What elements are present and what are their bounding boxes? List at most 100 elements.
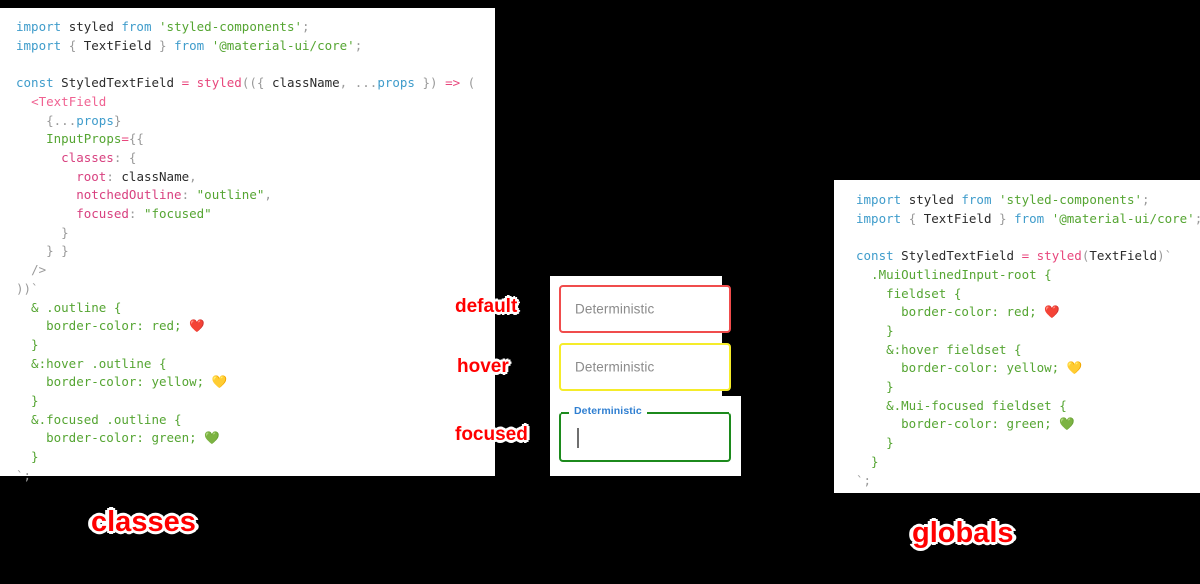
code-token: }: [61, 224, 69, 240]
code-token: [460, 75, 468, 90]
code-token: [901, 211, 909, 226]
code-panel-classes: import styled from 'styled-components';i…: [0, 8, 495, 483]
code-token: & .outline {: [16, 299, 122, 315]
code-token: {: [68, 37, 77, 53]
code-token: }: [16, 449, 39, 465]
code-token: const: [856, 248, 894, 264]
code-token: const: [16, 75, 54, 91]
code-token: =>: [445, 75, 461, 91]
code-token: <TextField: [31, 93, 107, 109]
code-token: [167, 38, 175, 53]
code-line: &.Mui-focused fieldset {: [856, 397, 1200, 416]
code-line: }: [856, 322, 1200, 341]
code-token: =: [121, 131, 129, 147]
code-token: [189, 187, 197, 202]
code-token: [438, 75, 446, 90]
code-token: InputProps: [46, 131, 122, 147]
code-line: import { TextField } from '@material-ui/…: [16, 37, 495, 56]
code-token: ))`: [16, 280, 39, 296]
code-token: border-color: yellow;: [856, 360, 1067, 376]
code-token: className: [121, 168, 190, 184]
code-token: ...: [354, 75, 378, 91]
code-token: 💛: [211, 374, 228, 390]
code-token: border-color: yellow;: [16, 374, 212, 390]
code-token: 💚: [1059, 416, 1075, 432]
code-token: props: [377, 75, 415, 91]
code-token: [16, 113, 46, 128]
code-token: [1007, 211, 1015, 226]
code-token: "focused": [143, 206, 212, 222]
code-token: focused: [76, 206, 129, 222]
code-token: }: [856, 435, 894, 451]
code-token: props: [76, 112, 114, 128]
code-token: :: [113, 149, 122, 165]
code-token: } }: [46, 243, 69, 259]
code-token: }: [113, 112, 122, 128]
section-label-globals: globals: [912, 517, 1014, 549]
code-panel-globals: import styled from 'styled-components';i…: [834, 180, 1200, 493]
code-token: &.Mui-focused fieldset {: [856, 397, 1067, 413]
textfield-focused-label: Deterministic: [571, 405, 645, 417]
code-token: [189, 75, 197, 90]
code-token: ;: [1195, 211, 1200, 226]
code-token: "outline": [196, 187, 265, 203]
code-token: [61, 38, 69, 53]
code-token: TextField: [916, 210, 1000, 226]
code-token: }: [856, 379, 894, 395]
code-token: {: [128, 149, 137, 165]
code-token: `;: [16, 467, 32, 483]
code-token: [1029, 248, 1037, 263]
code-line: }: [856, 434, 1200, 453]
code-token: [264, 75, 272, 90]
code-line: }: [16, 448, 495, 467]
code-token: ❤️: [189, 318, 205, 334]
code-line: ))`: [16, 280, 495, 299]
code-token: ;: [354, 37, 363, 53]
code-token: import: [856, 210, 902, 226]
code-token: =: [181, 75, 190, 91]
textfield-default-text: Deterministic: [575, 301, 655, 317]
code-token: [991, 192, 999, 207]
code-token: {: [908, 210, 917, 226]
code-token: classes: [61, 149, 114, 165]
code-token: className: [271, 75, 340, 91]
callout-default: default: [455, 296, 518, 317]
code-token: &.focused .outline {: [16, 411, 182, 427]
code-line: [856, 228, 1200, 247]
code-token: [16, 206, 76, 221]
code-token: [151, 19, 159, 34]
code-token: from: [1014, 210, 1045, 226]
code-line: &:hover fieldset {: [856, 341, 1200, 360]
code-line: border-color: green; 💚: [16, 429, 495, 448]
textfield-focused[interactable]: Deterministic: [559, 405, 731, 462]
code-token: &:hover fieldset {: [856, 341, 1022, 357]
code-token: notchedOutline: [76, 187, 182, 203]
code-token: [16, 131, 46, 146]
code-line: `;: [856, 472, 1200, 491]
code-line: border-color: green; 💚: [856, 415, 1200, 434]
code-token: [16, 187, 76, 202]
code-token: ;: [302, 19, 310, 34]
code-token: ((: [241, 75, 257, 91]
code-line: />: [16, 261, 495, 280]
code-token: 💚: [204, 430, 220, 446]
code-token: [1044, 211, 1052, 226]
code-line: &:hover .outline {: [16, 355, 495, 374]
textfield-default[interactable]: Deterministic: [559, 285, 731, 333]
code-token: border-color: red;: [856, 304, 1045, 320]
code-token: '@material-ui/core': [211, 37, 355, 53]
code-token: ...: [53, 112, 77, 128]
code-token: ❤️: [1044, 304, 1060, 320]
code-line: } }: [16, 242, 495, 261]
code-line: border-color: red; ❤️: [16, 317, 495, 336]
code-token: [16, 225, 61, 240]
code-token: ,: [189, 168, 197, 184]
code-token: (: [1081, 248, 1090, 264]
code-token: 'styled-components': [159, 19, 303, 34]
code-token: [121, 150, 129, 165]
code-line: }: [856, 453, 1200, 472]
callout-focused: focused: [455, 424, 528, 445]
code-token: }: [422, 75, 431, 91]
textfield-hover[interactable]: Deterministic: [559, 343, 731, 391]
code-token: TextField: [76, 37, 160, 53]
